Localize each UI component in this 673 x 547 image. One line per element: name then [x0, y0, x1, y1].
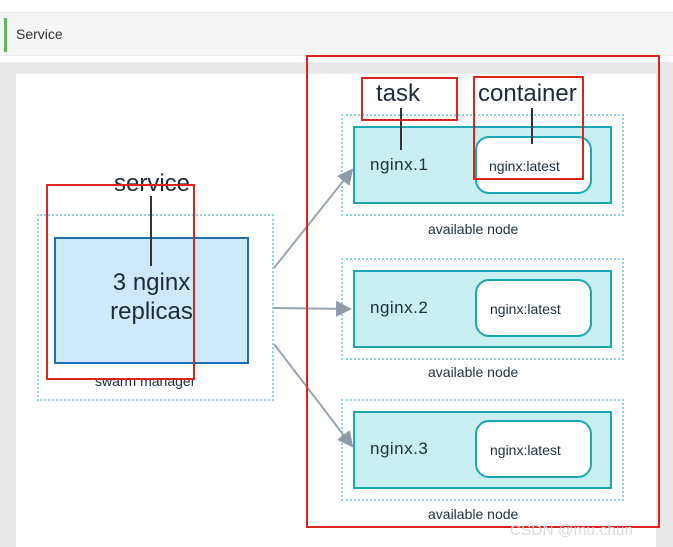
- node-3-available-label: available node: [428, 506, 519, 522]
- container-label: container: [478, 80, 577, 107]
- csdn-watermark: CSDN @mu.chun: [510, 522, 634, 539]
- service-label: service: [114, 170, 191, 197]
- nodes-highlight-box: [306, 55, 660, 528]
- node-1-available-label: available node: [428, 221, 519, 237]
- page-title: Service: [16, 26, 63, 42]
- container-label-node-2: nginx:latest: [490, 301, 561, 317]
- swarm-manager-box: [54, 237, 249, 364]
- swarm-manager-label: swarm manager: [95, 373, 196, 389]
- container-box-node-1: [475, 136, 592, 194]
- page-header: [0, 12, 673, 56]
- node-1-dotted-boundary: [341, 114, 624, 216]
- task-pointer-line: [400, 108, 402, 150]
- header-accent-bar: [4, 18, 7, 52]
- container-label-node-1: nginx:latest: [489, 158, 560, 174]
- replicas-line-2: replicas: [110, 298, 193, 325]
- service-pointer-line: [150, 196, 152, 266]
- replicas-line-1: 3 nginx: [112, 269, 191, 296]
- node-3-dotted-boundary: [341, 399, 624, 501]
- replicas-text: 3 nginx replicas: [54, 268, 249, 326]
- manager-dotted-boundary: [37, 214, 274, 401]
- image-frame-left: [0, 62, 16, 547]
- container-highlight-box: [473, 76, 584, 180]
- task-label: task: [376, 80, 421, 107]
- task-label-node-1: nginx.1: [370, 155, 429, 174]
- task-label-node-3: nginx.3: [370, 439, 429, 458]
- container-pointer-line: [531, 108, 533, 144]
- arrow-to-node-2: [273, 300, 352, 317]
- arrow-to-node-1: [273, 168, 354, 269]
- arrow-to-node-3: [273, 343, 354, 448]
- container-box-node-2: [475, 279, 592, 337]
- container-label-node-3: nginx:latest: [490, 442, 561, 458]
- node-2-available-label: available node: [428, 364, 519, 380]
- image-frame-right: [656, 62, 673, 547]
- task-label-node-2: nginx.2: [370, 298, 429, 317]
- image-frame-top: [0, 62, 673, 74]
- service-highlight-box: [46, 184, 195, 380]
- task-highlight-box: [361, 77, 458, 121]
- container-box-node-3: [475, 420, 592, 478]
